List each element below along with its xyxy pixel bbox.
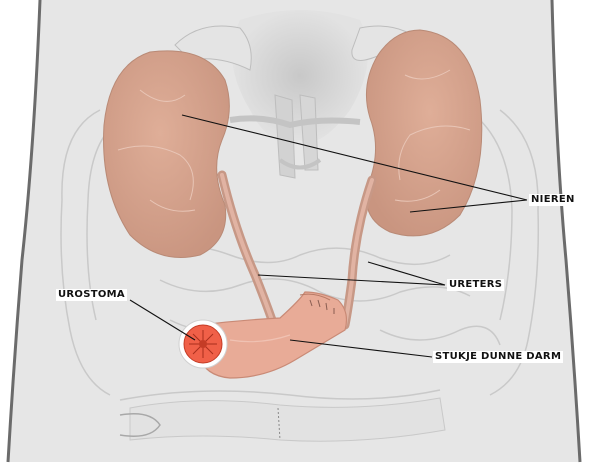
label-nieren: NIEREN (529, 194, 577, 206)
label-urostoma: UROSTOMA (56, 289, 127, 301)
label-stukje-dunne-darm: STUKJE DUNNE DARM (433, 351, 563, 363)
urostoma-stoma (179, 320, 227, 368)
right-kidney (366, 30, 481, 236)
label-ureters: URETERS (447, 279, 504, 291)
